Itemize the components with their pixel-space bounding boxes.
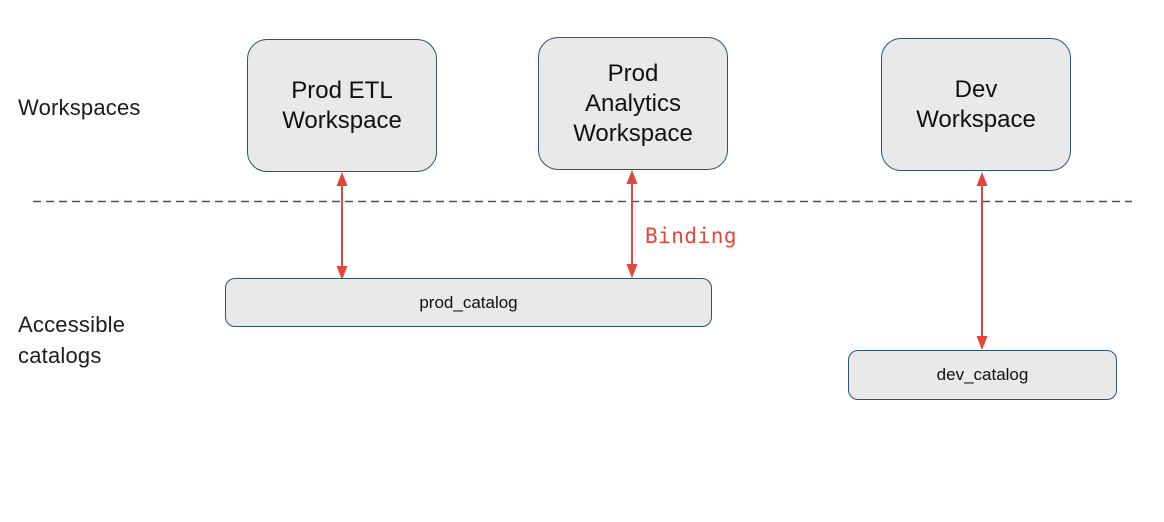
catalog-node-dev-catalog[interactable]: dev_catalog (848, 350, 1117, 400)
workspace-node-prod-etl[interactable]: Prod ETL Workspace (247, 39, 437, 172)
catalog-node-prod-catalog[interactable]: prod_catalog (225, 278, 712, 327)
workspace-node-label: Prod ETL Workspace (282, 76, 402, 134)
catalog-node-label: dev_catalog (936, 365, 1029, 384)
workspaces-row-label: Workspaces (18, 95, 141, 120)
workspace-node-label: Dev Workspace (916, 75, 1036, 133)
binding-annotation-label: Binding (645, 224, 738, 248)
workspace-node-prod-analytics[interactable]: Prod Analytics Workspace (538, 37, 728, 170)
workspace-node-label: Prod Analytics Workspace (573, 59, 693, 147)
workspace-node-dev[interactable]: Dev Workspace (881, 38, 1071, 171)
catalog-node-label: prod_catalog (419, 292, 518, 312)
accessible-catalogs-row-label: Accessible catalogs (18, 312, 126, 368)
binding-arrow-dev (976, 172, 988, 350)
binding-arrow-prod-analytics (626, 170, 638, 278)
binding-arrow-prod-etl (336, 172, 348, 280)
